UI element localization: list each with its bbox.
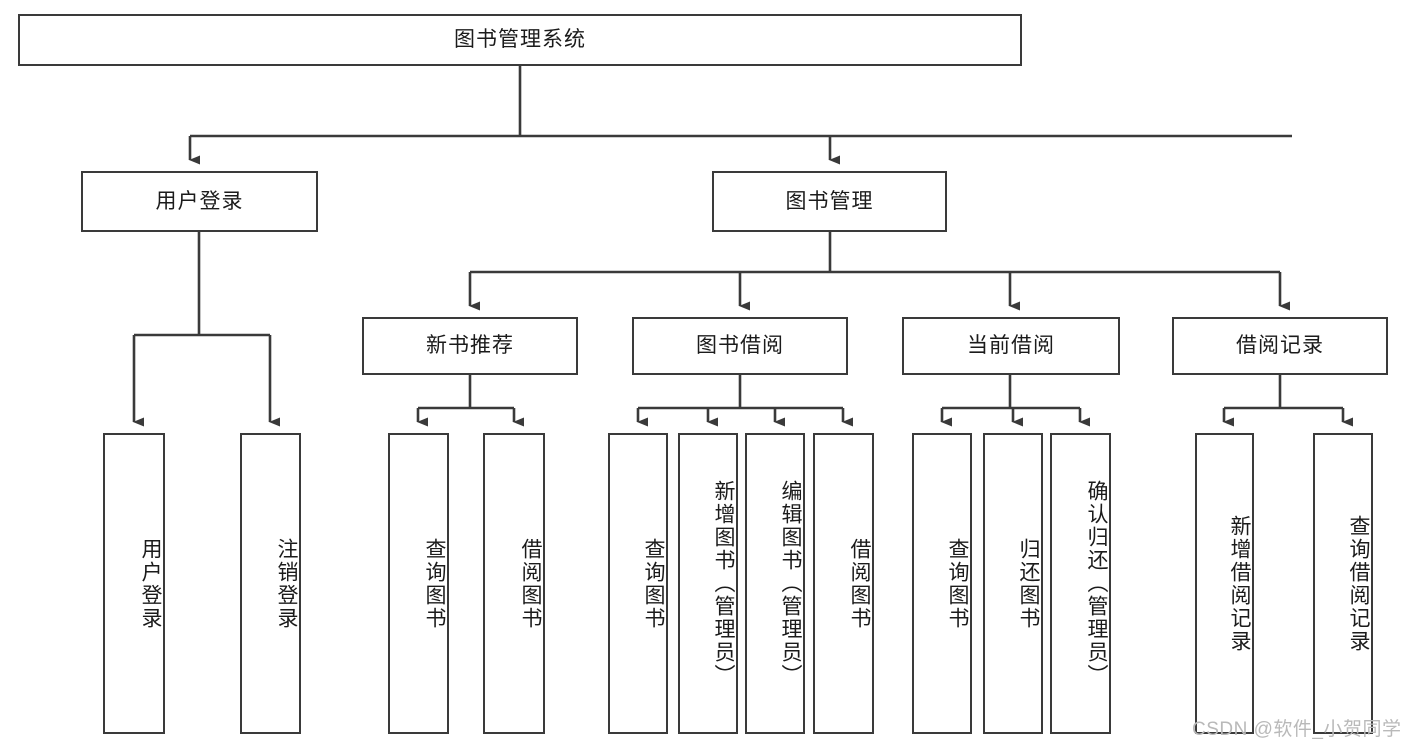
leaf-borrow-book-label: 借阅图书 <box>848 537 871 630</box>
leaf-add-borrow-record-label: 新增借阅记录 <box>1228 514 1251 653</box>
leaf-confirm-return-admin[interactable]: 确认归还（管理员） <box>1050 433 1111 734</box>
leaf-query-book-borrow[interactable]: 查询图书 <box>608 433 668 734</box>
node-book-management[interactable]: 图书管理 <box>712 171 947 232</box>
node-user-login[interactable]: 用户登录 <box>81 171 318 232</box>
leaf-logout[interactable]: 注销登录 <box>240 433 301 734</box>
node-book-management-label: 图书管理 <box>785 189 874 213</box>
node-new-book-recommend[interactable]: 新书推荐 <box>362 317 578 375</box>
leaf-edit-book-admin[interactable]: 编辑图书（管理员） <box>745 433 805 734</box>
node-borrow-record-label: 借阅记录 <box>1236 334 1324 358</box>
node-root-label: 图书管理系统 <box>454 28 586 52</box>
leaf-add-book-admin[interactable]: 新增图书（管理员） <box>678 433 738 734</box>
leaf-user-login[interactable]: 用户登录 <box>103 433 165 734</box>
leaf-logout-label: 注销登录 <box>275 537 298 630</box>
leaf-query-borrow-record[interactable]: 查询借阅记录 <box>1313 433 1373 734</box>
leaf-borrow-book[interactable]: 借阅图书 <box>813 433 874 734</box>
leaf-query-book-recommend[interactable]: 查询图书 <box>388 433 449 734</box>
leaf-user-login-label: 用户登录 <box>139 537 162 630</box>
leaf-borrow-book-recommend[interactable]: 借阅图书 <box>483 433 545 734</box>
leaf-query-book-recommend-label: 查询图书 <box>423 537 446 630</box>
leaf-confirm-return-admin-label: 确认归还（管理员） <box>1085 480 1108 687</box>
node-book-borrow-label: 图书借阅 <box>696 334 784 358</box>
leaf-edit-book-admin-label: 编辑图书（管理员） <box>779 480 802 687</box>
node-root[interactable]: 图书管理系统 <box>18 14 1022 66</box>
node-current-borrow-label: 当前借阅 <box>967 334 1055 358</box>
watermark: CSDN @软件_小贺同学 <box>1192 719 1402 740</box>
leaf-add-borrow-record[interactable]: 新增借阅记录 <box>1195 433 1254 734</box>
node-new-book-recommend-label: 新书推荐 <box>426 334 514 358</box>
leaf-add-book-admin-label: 新增图书（管理员） <box>712 480 735 687</box>
leaf-borrow-book-recommend-label: 借阅图书 <box>519 537 542 630</box>
leaf-query-book-current-label: 查询图书 <box>946 537 969 630</box>
node-book-borrow[interactable]: 图书借阅 <box>632 317 848 375</box>
leaf-return-book[interactable]: 归还图书 <box>983 433 1043 734</box>
leaf-query-book-borrow-label: 查询图书 <box>642 537 665 630</box>
node-borrow-record[interactable]: 借阅记录 <box>1172 317 1388 375</box>
leaf-return-book-label: 归还图书 <box>1017 537 1040 630</box>
node-current-borrow[interactable]: 当前借阅 <box>902 317 1120 375</box>
node-user-login-label: 用户登录 <box>155 189 244 213</box>
leaf-query-book-current[interactable]: 查询图书 <box>912 433 972 734</box>
leaf-query-borrow-record-label: 查询借阅记录 <box>1347 514 1370 653</box>
